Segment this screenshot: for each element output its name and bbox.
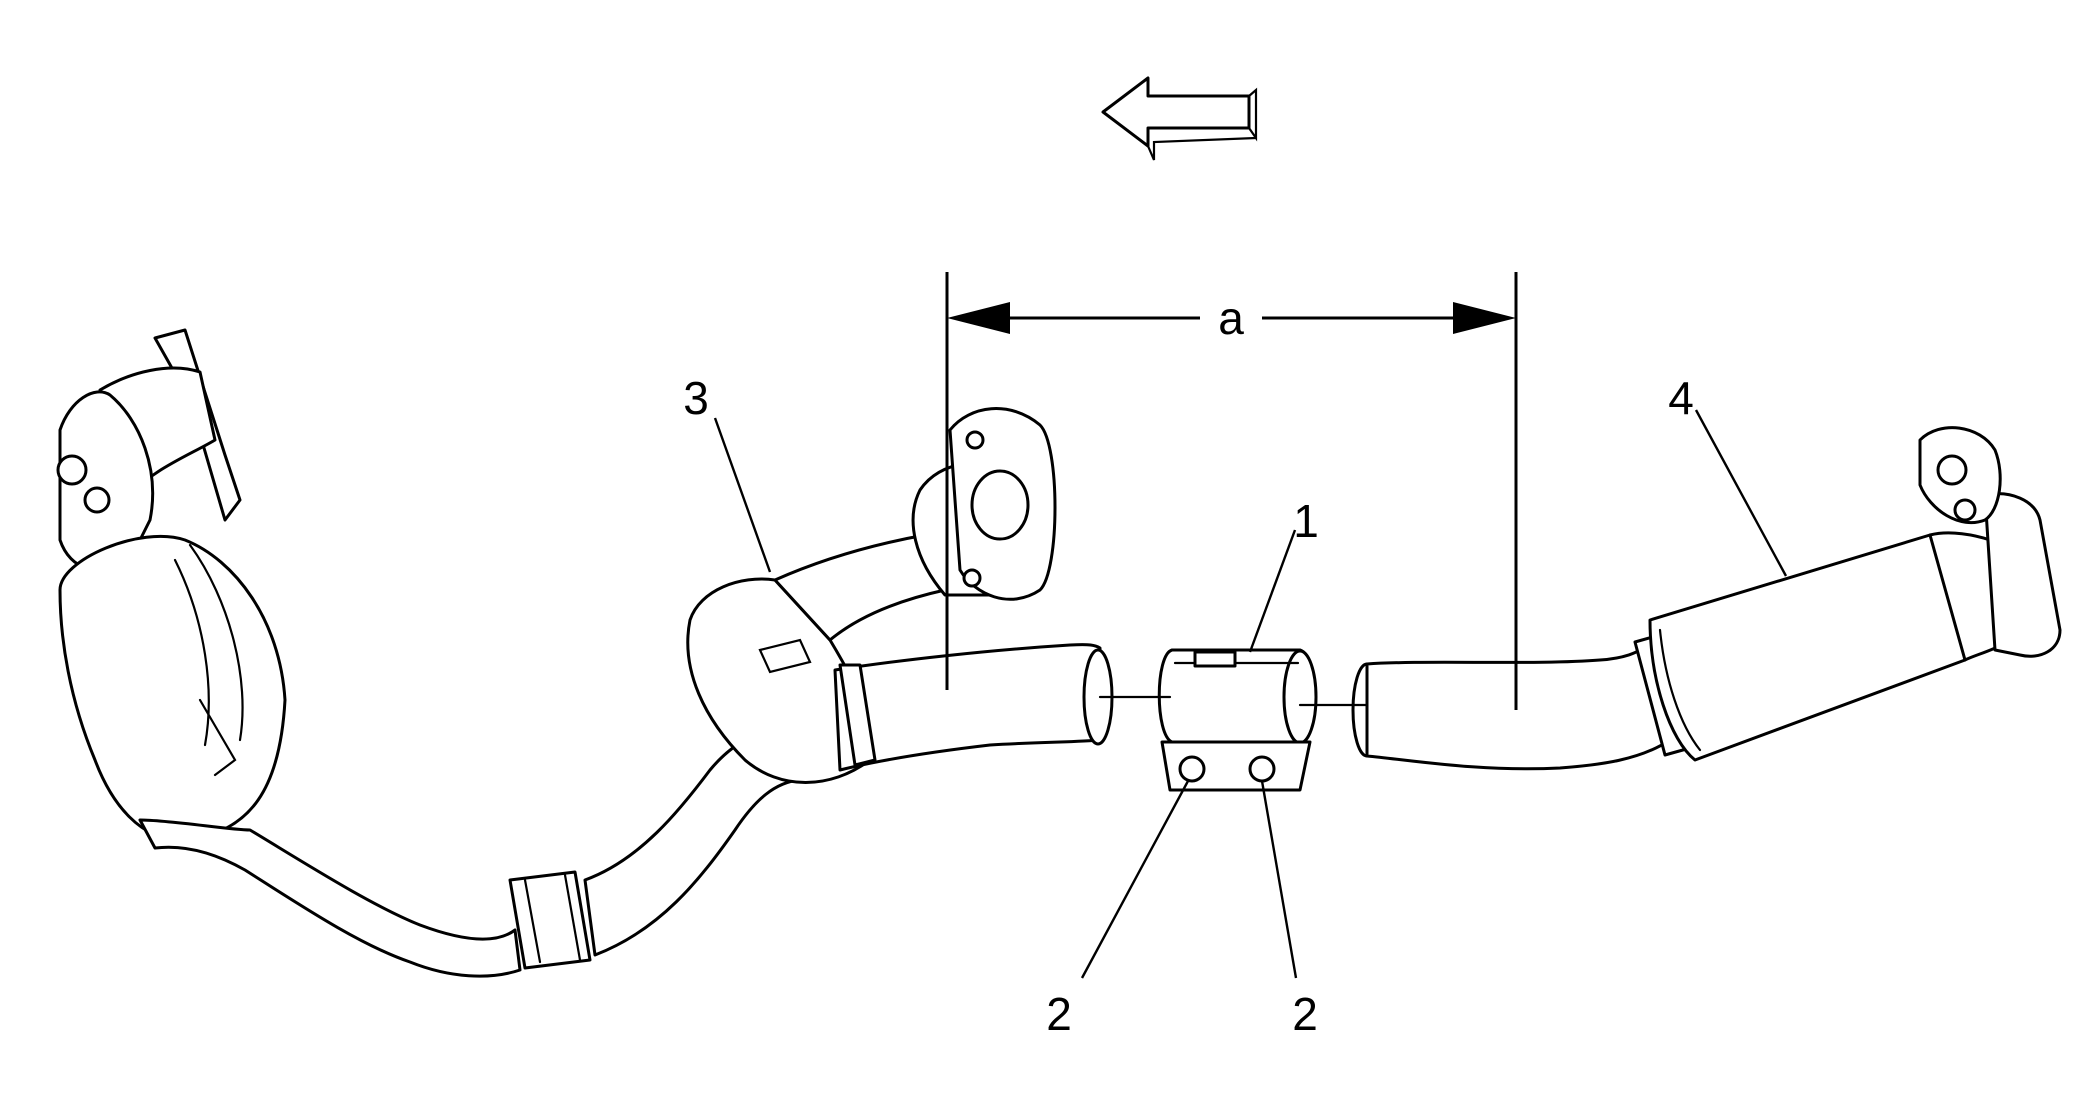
callout-2-left: 2 — [1046, 988, 1072, 1040]
leader-1 — [1248, 529, 1297, 653]
callout-4: 4 — [1668, 372, 1694, 424]
arrow-left-icon — [1101, 76, 1258, 161]
exhaust-clamp — [1157, 648, 1318, 792]
dimension-a: a — [945, 272, 1518, 710]
resonator — [1648, 533, 1970, 762]
leader-2-left — [1080, 780, 1190, 979]
leader-2-right — [1260, 780, 1298, 979]
callout-3: 3 — [683, 372, 709, 424]
front-pipe-assembly — [56, 328, 1114, 978]
intermediate-pipe — [1351, 426, 2062, 771]
flex-joint-lower — [508, 870, 592, 970]
leader-4 — [1694, 409, 1788, 577]
catalytic-converter — [58, 534, 287, 842]
leader-3 — [713, 417, 772, 573]
callout-2-right: 2 — [1292, 988, 1318, 1040]
clamp-nut-left — [1178, 755, 1206, 783]
clamp-nut-right — [1248, 755, 1276, 783]
dimension-label: a — [1218, 292, 1244, 344]
callout-1: 1 — [1293, 495, 1319, 547]
